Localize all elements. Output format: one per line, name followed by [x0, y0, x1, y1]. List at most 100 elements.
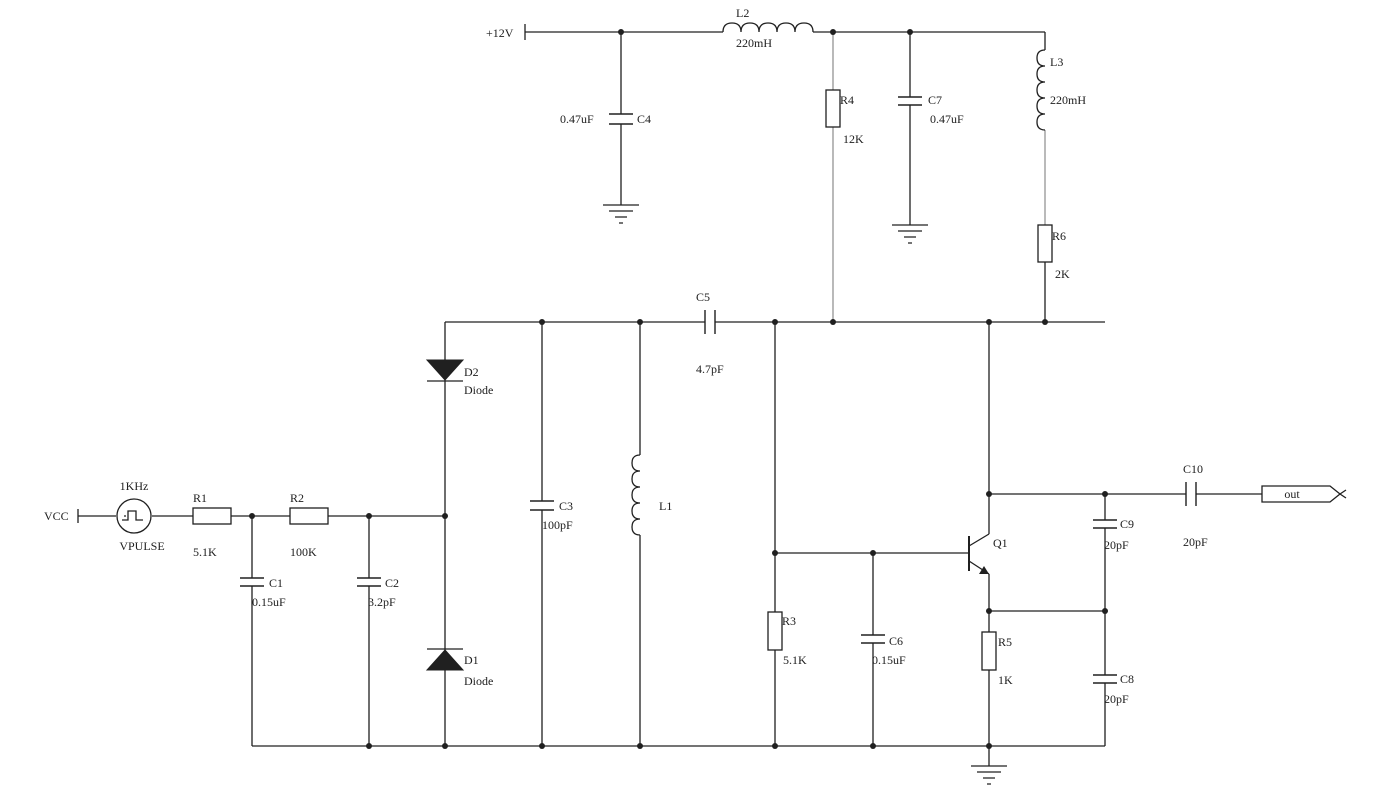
- junction-dot: [986, 608, 992, 614]
- resistor-r6: R6 2K: [1037, 224, 1070, 281]
- source-freq-label: 1KHz: [120, 479, 149, 493]
- junction-dot: [249, 513, 255, 519]
- r2-name: R2: [290, 491, 304, 505]
- junction-dot: [637, 743, 643, 749]
- resistor-r2: R2 100K: [289, 491, 329, 559]
- c8-value: 20pF: [1104, 692, 1129, 706]
- l2-value: 220mH: [736, 36, 772, 50]
- r5-value: 1K: [998, 673, 1013, 687]
- c2-value: 3.2pF: [368, 595, 396, 609]
- capacitor-c10: C10 20pF: [1183, 462, 1208, 549]
- resistor-r5: R5 1K: [981, 631, 1013, 687]
- c9-value: 20pF: [1104, 538, 1129, 552]
- capacitor-c1: C1 0.15uF: [240, 576, 286, 609]
- diode-d2: D2 Diode: [425, 359, 493, 397]
- ground-c7: [892, 224, 928, 244]
- c1-name: C1: [269, 576, 283, 590]
- c3-value: 100pF: [542, 518, 573, 532]
- d1-name: D1: [464, 653, 479, 667]
- ground-icon: [603, 204, 639, 224]
- capacitor-icon: [898, 96, 922, 106]
- junction-dot: [772, 319, 778, 325]
- resistor-icon: [192, 507, 232, 525]
- r6-name: R6: [1052, 229, 1066, 243]
- inductor-l2: L2 220mH: [722, 6, 814, 50]
- r1-name: R1: [193, 491, 207, 505]
- c6-value: 0.15uF: [872, 653, 906, 667]
- ground-icon: [892, 224, 928, 244]
- capacitor-c3: C3 100pF: [530, 499, 573, 532]
- junction-dot: [442, 513, 448, 519]
- junction-dot: [772, 743, 778, 749]
- junction-dot: [830, 29, 836, 35]
- resistor-icon: [1037, 224, 1053, 263]
- resistor-r1: R1 5.1K: [192, 491, 232, 559]
- l3-name: L3: [1050, 55, 1063, 69]
- junction-dot: [870, 743, 876, 749]
- capacitor-icon: [609, 113, 633, 125]
- capacitor-c2: C2 3.2pF: [357, 576, 399, 609]
- junction-dot: [637, 319, 643, 325]
- c3-name: C3: [559, 499, 573, 513]
- c2-name: C2: [385, 576, 399, 590]
- l3-value: 220mH: [1050, 93, 1086, 107]
- junction-dot: [539, 319, 545, 325]
- ground-icon: [971, 765, 1007, 785]
- output-port: out: [1261, 485, 1347, 503]
- transistor-q1: Q1: [968, 533, 1008, 575]
- junctions: [249, 29, 1108, 749]
- ground-main: [971, 765, 1007, 785]
- emitter-arrow-icon: [979, 566, 989, 574]
- c8-name: C8: [1120, 672, 1134, 686]
- r5-name: R5: [998, 635, 1012, 649]
- resistor-icon: [767, 611, 783, 651]
- inductor-icon: [631, 454, 641, 536]
- junction-dot: [442, 743, 448, 749]
- diode-icon: [425, 649, 465, 671]
- diode-icon: [425, 359, 465, 381]
- junction-dot: [1102, 491, 1108, 497]
- capacitor-icon: [1093, 519, 1117, 529]
- capacitor-icon: [1093, 674, 1117, 684]
- capacitor-c6: C6 0.15uF: [861, 634, 906, 667]
- r4-name: R4: [840, 93, 854, 107]
- inductor-l1: L1: [631, 454, 672, 536]
- capacitor-c5: C5 4.7pF: [696, 290, 724, 376]
- c7-value: 0.47uF: [930, 112, 964, 126]
- c1-value: 0.15uF: [252, 595, 286, 609]
- c4-name: C4: [637, 112, 651, 126]
- junction-dot: [366, 513, 372, 519]
- junction-dot: [830, 319, 836, 325]
- inductor-l3: L3 220mH: [1036, 49, 1086, 131]
- c10-name: C10: [1183, 462, 1203, 476]
- output-port-icon: [1261, 485, 1342, 503]
- d1-type: Diode: [464, 674, 493, 688]
- c6-name: C6: [889, 634, 903, 648]
- junction-dot: [366, 743, 372, 749]
- capacitor-c4: 0.47uF C4: [560, 112, 651, 126]
- output-arrow-icon: [1339, 489, 1347, 499]
- junction-dot: [986, 491, 992, 497]
- junction-dot: [986, 319, 992, 325]
- l2-name: L2: [736, 6, 749, 20]
- pulse-source-icon: [116, 498, 152, 534]
- junction-dot: [1102, 608, 1108, 614]
- capacitor-icon: [357, 577, 381, 587]
- pulse-waveform-icon: [122, 510, 143, 521]
- c9-name: C9: [1120, 517, 1134, 531]
- capacitor-icon: [1185, 482, 1197, 506]
- r6-value: 2K: [1055, 267, 1070, 281]
- c7-name: C7: [928, 93, 942, 107]
- supply-terminal: +12V: [486, 24, 526, 40]
- r1-value: 5.1K: [193, 545, 217, 559]
- inductor-icon: [722, 22, 814, 33]
- source-type-label: VPULSE: [119, 539, 164, 553]
- r2-value: 100K: [290, 545, 317, 559]
- junction-dot: [870, 550, 876, 556]
- junction-dot: [618, 29, 624, 35]
- resistor-r4: R4 12K: [825, 89, 864, 146]
- d2-type: Diode: [464, 383, 493, 397]
- diode-d1: D1 Diode: [425, 648, 493, 688]
- resistor-icon: [289, 507, 329, 525]
- resistor-r3: R3 5.1K: [767, 611, 807, 667]
